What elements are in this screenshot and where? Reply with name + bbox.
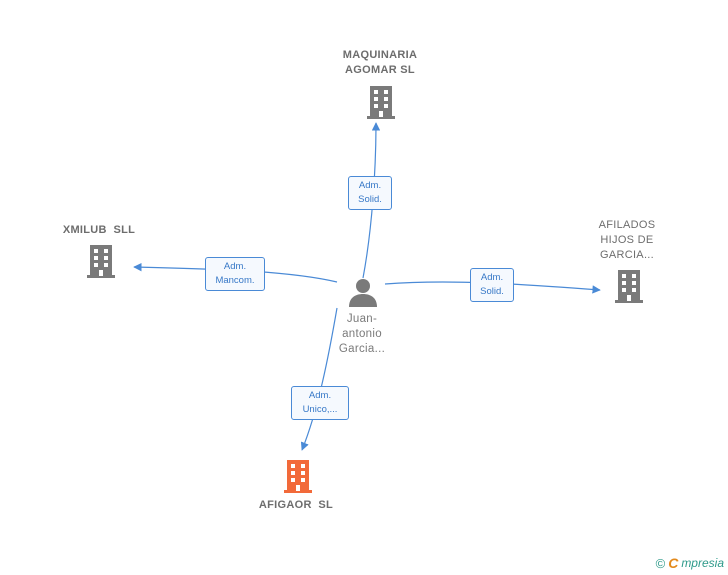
relation-label-xmilub[interactable]: Adm. Mancom.: [205, 257, 265, 291]
edge-to-afigaor: [300, 307, 338, 451]
building-icon[interactable]: [365, 84, 397, 120]
building-icon[interactable]: [282, 458, 314, 494]
company-name-xmilub[interactable]: XMILUB SLL: [62, 224, 136, 236]
person-name[interactable]: Juan- antonio Garcia...: [338, 313, 386, 355]
person-icon[interactable]: [347, 276, 379, 308]
company-name-afigaor[interactable]: AFIGAOR SL: [258, 499, 334, 511]
brand-name: mpresia: [681, 556, 724, 570]
copyright-symbol: ©: [655, 555, 666, 571]
relation-label-afilados[interactable]: Adm. Solid.: [470, 268, 514, 302]
relation-label-maquinaria-agomar[interactable]: Adm. Solid.: [348, 176, 392, 210]
brand-initial: C: [668, 555, 679, 571]
company-name-maquinaria-agomar[interactable]: MAQUINARIA AGOMAR SL: [342, 49, 418, 76]
building-icon[interactable]: [85, 243, 117, 279]
company-name-afilados[interactable]: AFILADOS HIJOS DE GARCIA...: [598, 219, 656, 261]
building-icon[interactable]: [613, 268, 645, 304]
relation-label-afigaor[interactable]: Adm. Unico,...: [291, 386, 349, 420]
